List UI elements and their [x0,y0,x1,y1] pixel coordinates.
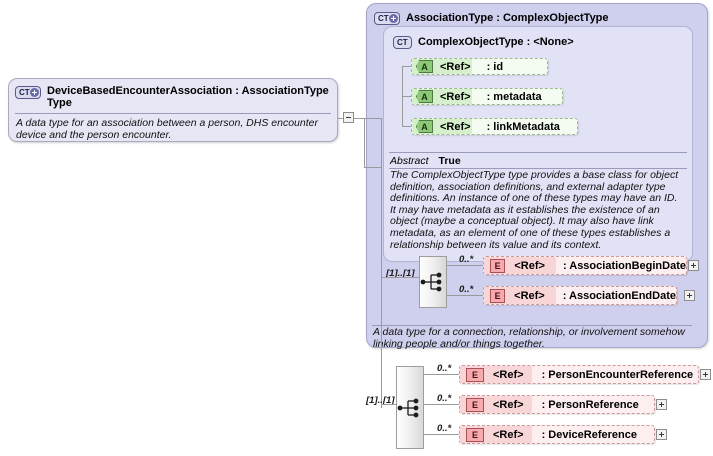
abstract-label: Abstract [390,155,429,167]
attribute-ref-label: <Ref> [440,120,471,133]
abstract-value: True [438,155,461,167]
attribute-ref-label: <Ref> [440,60,471,73]
association-type-header: CT AssociationType : ComplexObjectType [366,5,713,27]
element-name-label: : PersonReference [541,398,639,411]
complex-object-type-header: CT ComplexObjectType : <None> [385,30,698,50]
attribute-branch-3 [402,126,412,127]
root-to-association-sequence [381,277,408,278]
root-type-box[interactable]: CT DeviceBasedEncounterAssociation : Ass… [8,78,338,142]
element-icon: E [466,397,484,412]
association-sequence-connector[interactable] [419,256,447,308]
expand-person-reference-button[interactable] [656,399,667,410]
attribute-name-label: : linkMetadata [486,120,560,133]
root-sequence-inlet [381,404,396,405]
plus-circle-icon [389,14,398,23]
abstract-rule-top [389,152,687,153]
root-connector-horizontal [354,118,382,119]
element-icon: E [490,288,506,303]
root-type-description: A data type for an association between a… [16,117,318,141]
element-icon: E [466,427,484,442]
element-ref-label: <Ref> [514,289,545,302]
collapse-root-button[interactable] [343,112,354,123]
complex-object-type-description: The ComplexObjectType type provides a ba… [390,169,679,251]
occurrence-association-begin-date: 0..* [459,254,474,265]
association-sequence-inlet [408,277,419,278]
root-connector-trunk [381,118,382,408]
attribute-icon: A [416,120,433,133]
element-ref-label: <Ref> [493,398,524,411]
element-name-label: : AssociationBeginDate [562,259,686,272]
root-type-title: DeviceBasedEncounterAssociation : Associ… [47,85,329,109]
root-toggle-lead [338,118,343,119]
attribute-name-label: : id [486,60,504,73]
root-type-header: CT DeviceBasedEncounterAssociation : Ass… [9,79,337,113]
element-name-label: : PersonEncounterReference [541,368,694,381]
root-type-title-line1: DeviceBasedEncounterAssociation : Associ… [47,85,329,97]
badge-ct-text: CT [19,88,30,97]
complextype-expand-icon[interactable]: CT [374,12,400,25]
complex-object-type-title: ComplexObjectType : <None> [418,36,574,48]
element-icon: E [490,258,506,273]
sequence-icon [420,272,442,292]
element-row-device-reference[interactable]: E <Ref> : DeviceReference [459,425,655,444]
occurrence-association-end-date: 0..* [459,284,474,295]
root-sequence-connector[interactable] [396,366,424,449]
abstract-row: Abstract True [390,155,461,167]
occurrence-device-reference: 0..* [437,423,452,434]
element-row-person-reference[interactable]: E <Ref> : PersonReference [459,395,655,414]
complextype-expand-icon[interactable]: CT [15,86,41,99]
occurrence-person-reference: 0..* [437,393,452,404]
element-icon: E [466,367,484,382]
association-type-title: AssociationType : ComplexObjectType [406,12,609,24]
plus-circle-icon [30,88,39,97]
complextype-icon: CT [393,36,412,49]
sequence-icon [397,398,419,417]
root-sequence-branch-2 [424,404,460,405]
attribute-icon: A [416,90,433,103]
association-type-rule [372,325,692,326]
root-sequence-branch-3 [424,434,460,435]
attribute-branch-2 [402,96,412,97]
root-connector-branch-join [364,167,382,168]
badge-ct-text: CT [378,14,389,23]
attribute-row-metadata[interactable]: A <Ref> : metadata [411,88,563,105]
expand-device-reference-button[interactable] [656,429,667,440]
attribute-icon: A [416,60,433,73]
expand-association-begin-date-button[interactable] [688,260,699,271]
association-branch-2 [447,295,484,296]
association-type-description: A data type for a connection, relationsh… [373,326,685,350]
attribute-branch-1 [402,66,412,67]
badge-ct-text: CT [397,38,408,47]
element-ref-label: <Ref> [514,259,545,272]
association-sequence-cardinality: [1]..[1] [386,268,415,279]
abstract-rule-bottom [389,168,687,169]
element-row-person-encounter-reference[interactable]: E <Ref> : PersonEncounterReference [459,365,699,384]
element-name-label: : AssociationEndDate [562,289,676,302]
expand-association-end-date-button[interactable] [684,290,695,301]
root-type-title-line2: Type [47,97,72,109]
element-row-association-end-date[interactable]: E <Ref> : AssociationEndDate [483,286,677,305]
root-sequence-branch-1 [424,374,460,375]
occurrence-person-encounter-reference: 0..* [437,363,452,374]
attribute-row-id[interactable]: A <Ref> : id [411,58,548,75]
association-branch-1 [447,265,484,266]
element-ref-label: <Ref> [493,428,524,441]
attribute-row-linkmetadata[interactable]: A <Ref> : linkMetadata [411,118,578,135]
attribute-name-label: : metadata [486,90,542,103]
root-connector-branch-stub [364,118,365,168]
root-type-divider [15,113,331,114]
element-row-association-begin-date[interactable]: E <Ref> : AssociationBeginDate [483,256,687,275]
expand-person-encounter-reference-button[interactable] [700,369,711,380]
element-name-label: : DeviceReference [541,428,637,441]
root-sequence-cardinality: [1]..[1] [366,395,395,406]
element-ref-label: <Ref> [493,368,524,381]
attribute-ref-label: <Ref> [440,90,471,103]
